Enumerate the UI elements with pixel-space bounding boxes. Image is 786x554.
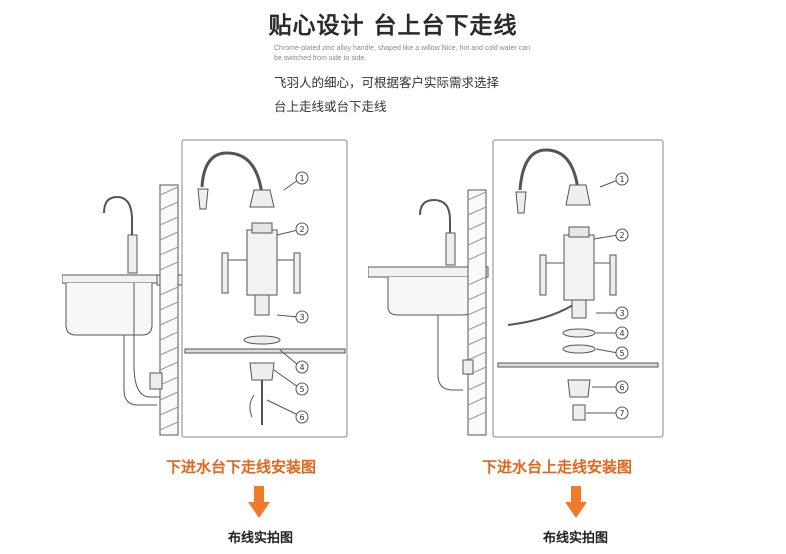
left-part-1: 1 <box>300 174 305 183</box>
description-line-2: 台上走线或台下走线 <box>274 99 387 114</box>
right-part-2: 2 <box>620 231 625 240</box>
left-part-2: 2 <box>300 225 305 234</box>
under-counter-installation-diagram: 1 2 3 4 5 6 <box>62 139 348 438</box>
right-part-3: 3 <box>620 309 625 318</box>
photo-label-left: 布线实拍图 <box>228 531 294 546</box>
left-part-6: 6 <box>300 413 305 422</box>
right-part-6: 6 <box>620 383 625 392</box>
caption-over-counter: 下进水台上走线安装图 <box>482 458 633 476</box>
english-subtitle: Chrome-plated zinc alloy handle, shaped … <box>274 44 534 64</box>
right-part-4: 4 <box>620 329 625 338</box>
right-part-5: 5 <box>620 349 625 358</box>
description-line-1: 飞羽人的细心，可根据客户实际需求选择 <box>274 75 500 90</box>
down-arrow-icon <box>248 486 270 518</box>
over-counter-installation-diagram: 1 2 3 4 5 6 7 <box>368 139 664 438</box>
down-arrow-icon <box>565 486 587 518</box>
left-part-3: 3 <box>300 313 305 322</box>
right-part-1: 1 <box>620 175 625 184</box>
caption-under-counter: 下进水台下走线安装图 <box>166 458 317 476</box>
photo-label-right: 布线实拍图 <box>543 531 609 546</box>
page-title: 贴心设计 台上台下走线 <box>268 13 518 39</box>
left-part-4: 4 <box>300 363 305 372</box>
english-subtitle-line-2: be switched from side to side. <box>274 55 367 62</box>
english-subtitle-line-1: Chrome-plated zinc alloy handle, shaped … <box>274 45 531 52</box>
right-part-7: 7 <box>620 409 625 418</box>
left-part-5: 5 <box>300 385 305 394</box>
